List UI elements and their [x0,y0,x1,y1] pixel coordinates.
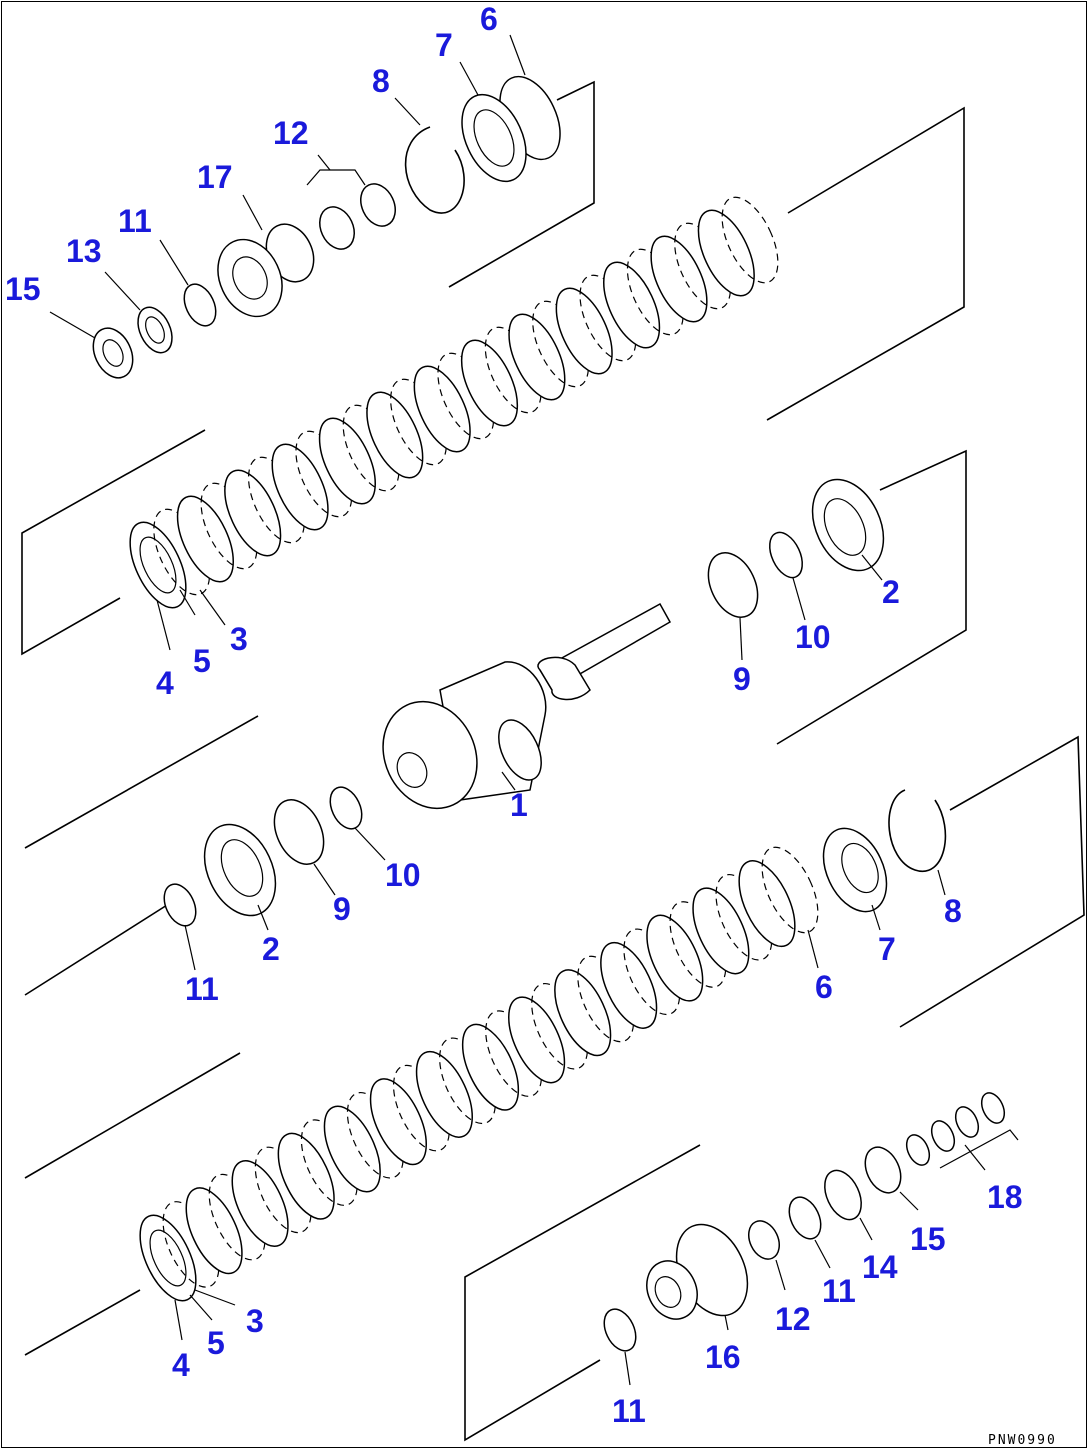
upper-small-parts [49,34,561,379]
clutch-disc [600,941,658,1029]
clutch-disc [369,1078,427,1166]
clutch-disc [460,339,519,427]
clutch-disc [185,1187,243,1275]
callout-5: 5 [193,643,211,679]
clutch-disc [366,391,424,479]
callout-3: 3 [246,1303,264,1339]
clutch-disc [323,1105,381,1193]
callout-15: 15 [910,1221,946,1257]
clutch-disc [139,1214,197,1302]
callout-17: 17 [197,159,233,195]
clutch-disc [277,1132,335,1220]
callout-9: 9 [333,891,351,927]
lower-small-parts [174,1092,1019,1386]
clutch-disc [646,914,704,1002]
callout-18: 18 [987,1179,1023,1215]
clutch-disc [721,196,779,284]
callout-11: 11 [822,1273,856,1309]
clutch-disc [697,209,755,297]
callout-5: 5 [207,1325,225,1361]
clutch-disc [318,417,376,505]
callout-14: 14 [862,1249,898,1285]
callout-12: 12 [775,1301,811,1337]
callout-11: 11 [118,203,152,239]
clutch-disc [508,996,566,1084]
disc-bore [149,1229,187,1287]
callout-8: 8 [944,893,962,929]
clutch-disc [603,261,661,349]
callout-11: 11 [185,971,219,1007]
clutch-disc [508,313,566,401]
clutch-disc [271,443,329,531]
clutch-disc [692,887,750,975]
clutch-disc [415,1050,473,1138]
callout-10: 10 [385,857,421,893]
disc-bore [139,536,177,594]
drawing-reference-code: PNW0990 [988,1433,1057,1448]
callout-16: 16 [705,1339,741,1375]
callout-labels: 6 7 8 12 17 11 13 15 2 10 9 3 5 4 1 10 9… [5,1,1023,1429]
upper-clutch-disc-pack [129,196,779,609]
callout-8: 8 [372,63,390,99]
callout-2: 2 [882,574,900,610]
clutch-disc [413,365,471,453]
callout-6: 6 [815,969,833,1005]
bracket-lines [21,80,1085,1442]
callout-4: 4 [172,1347,190,1383]
callout-1: 1 [510,787,528,823]
clutch-disc [554,969,612,1057]
callout-3: 3 [230,621,248,657]
clutch-disc [650,235,708,323]
callout-2: 2 [262,931,280,967]
callout-9: 9 [733,661,751,697]
middle-parts [156,478,947,971]
clutch-disc [555,287,613,375]
callout-10: 10 [795,619,831,655]
callout-13: 13 [66,233,102,269]
callout-11: 11 [612,1393,646,1429]
clutch-disc [176,495,234,583]
clutch-disc [231,1160,289,1247]
callout-15: 15 [5,271,41,307]
clutch-disc [129,521,187,609]
callout-7: 7 [878,931,896,967]
callout-12: 12 [273,115,309,151]
lower-clutch-disc-pack [139,846,819,1302]
clutch-disc [761,846,819,934]
callout-6: 6 [480,1,498,37]
clutch-disc [461,1023,520,1111]
clutch-disc [224,469,282,557]
clutch-disc [738,860,796,948]
callout-7: 7 [435,27,453,63]
callout-4: 4 [156,665,174,701]
